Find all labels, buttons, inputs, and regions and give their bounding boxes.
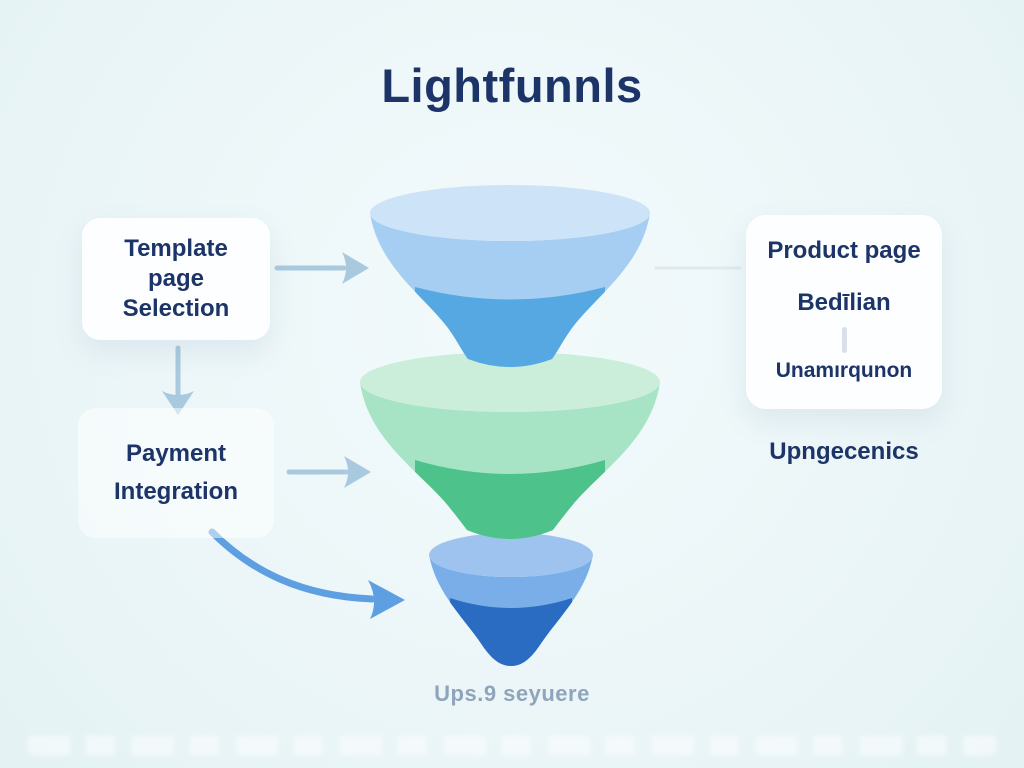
arrow-template-to-funnel	[274, 252, 369, 284]
template-card-line: Selection	[122, 295, 230, 322]
funnel-top-rim	[370, 185, 650, 241]
funnel-middle-rim	[360, 352, 660, 412]
funnel-bottom-rim	[429, 533, 593, 577]
ghost-text-band	[28, 736, 996, 755]
payment-card-line: Payment	[125, 440, 227, 467]
template-card-line: page	[147, 265, 204, 292]
payment-card-line: Integration	[114, 478, 238, 505]
arrow-line	[208, 528, 376, 603]
funnel-caption: Ups.9 seyuere	[434, 681, 590, 706]
arrow-head-icon	[342, 252, 369, 284]
product-card-item: Bedīlian	[797, 289, 891, 316]
funnel-stage-top	[370, 185, 650, 367]
funnel-bottom-lower-band	[450, 598, 572, 666]
payment-integration-card: Payment Integration	[78, 408, 274, 538]
arrow-template-to-payment	[162, 345, 194, 415]
funnel-stage-middle	[360, 352, 660, 539]
vertical-dash-divider	[841, 327, 847, 353]
funnel-stage-bottom	[429, 533, 593, 666]
arrow-payment-to-funnel	[286, 456, 371, 488]
arrow-curved-to-bottom-funnel	[208, 528, 405, 619]
product-card-title: Product page	[767, 237, 921, 264]
upsell-label: Upngecenics	[769, 438, 919, 465]
template-selection-card: Template page Selection	[82, 218, 270, 340]
product-page-card: Product page Bedīlian Unamırqunon	[746, 215, 942, 409]
template-card-line: Template	[124, 235, 228, 262]
arrow-head-icon	[162, 391, 194, 415]
page-title: Lightfunnls	[381, 59, 643, 112]
arrow-head-icon	[368, 580, 405, 619]
arrow-head-icon	[344, 456, 371, 488]
product-card-subitem: Unamırqunon	[775, 359, 913, 382]
